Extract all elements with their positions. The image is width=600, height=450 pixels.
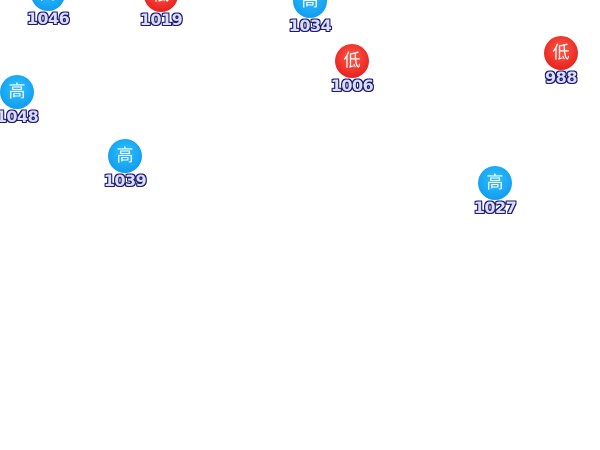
pressure-center-marker[interactable]: 低 1006	[331, 44, 374, 104]
pressure-center-marker[interactable]: 低 1019	[140, 0, 183, 38]
low-pressure-icon: 低	[144, 0, 178, 12]
pressure-value: 1034	[288, 16, 332, 35]
pressure-value: 1039	[103, 171, 147, 190]
high-pressure-icon: 高	[478, 166, 512, 200]
low-pressure-icon: 低	[335, 44, 369, 78]
pressure-center-marker[interactable]: 高 1048	[0, 75, 39, 135]
pressure-center-marker[interactable]: 高 1027	[474, 166, 517, 226]
high-pressure-icon: 高	[293, 0, 327, 18]
pressure-center-marker[interactable]: 高 1034	[289, 0, 332, 44]
pressure-value: 1019	[139, 10, 183, 29]
pressure-center-marker[interactable]: 高 1039	[104, 139, 147, 199]
pressure-center-marker[interactable]: 低 988	[541, 36, 581, 96]
pressure-value: 1048	[0, 107, 39, 126]
pressure-value: 1006	[330, 76, 374, 95]
pressure-value: 988	[545, 68, 577, 87]
pressure-value: 1027	[473, 198, 517, 217]
high-pressure-icon: 高	[31, 0, 65, 11]
pressure-value: 1046	[26, 9, 70, 28]
low-pressure-icon: 低	[544, 36, 578, 70]
high-pressure-icon: 高	[108, 139, 142, 173]
pressure-center-marker[interactable]: 高 1046	[27, 0, 70, 37]
high-pressure-icon: 高	[0, 75, 34, 109]
